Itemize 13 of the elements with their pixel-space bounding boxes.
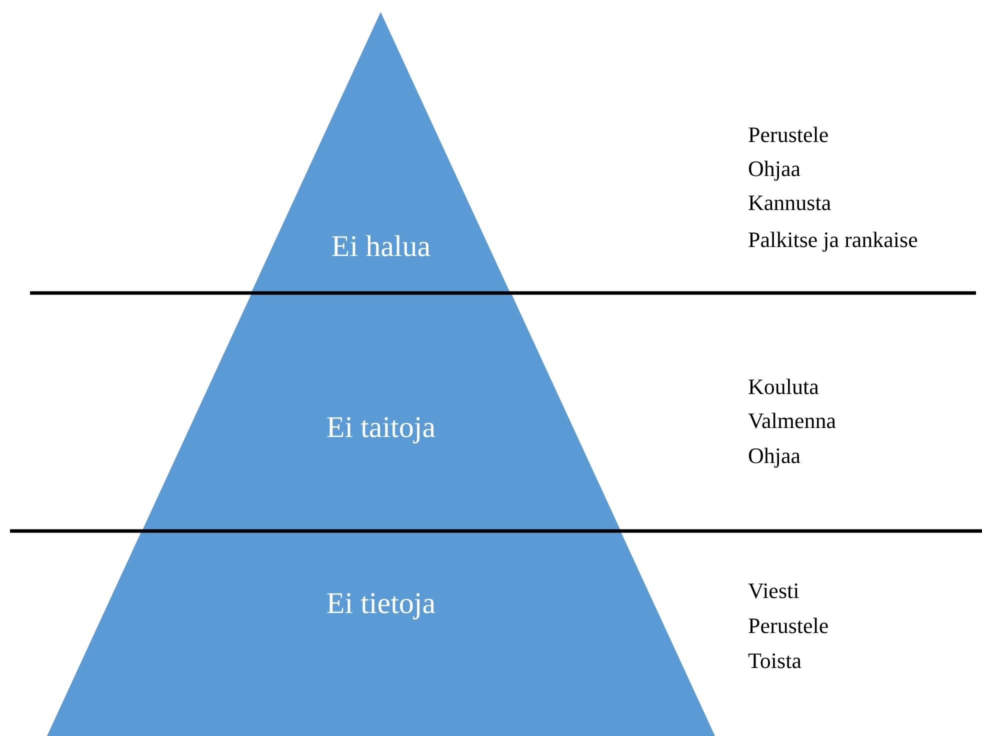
action-text: Valmenna — [748, 408, 836, 434]
band-label: Ei halua — [330, 230, 432, 264]
action-text: Perustele — [748, 613, 829, 639]
action-text: Viesti — [748, 578, 800, 604]
action-text: Toista — [748, 648, 802, 674]
band-label: Ei tietoja — [325, 587, 437, 621]
action-text: Ohjaa — [748, 443, 801, 469]
action-text: Palkitse ja rankaise — [748, 227, 918, 253]
band-label: Ei taitoja — [325, 411, 437, 445]
action-text: Ohjaa — [748, 156, 801, 182]
action-text: Perustele — [748, 122, 829, 148]
action-text: Kannusta — [748, 190, 832, 216]
action-text: Kouluta — [748, 374, 819, 400]
